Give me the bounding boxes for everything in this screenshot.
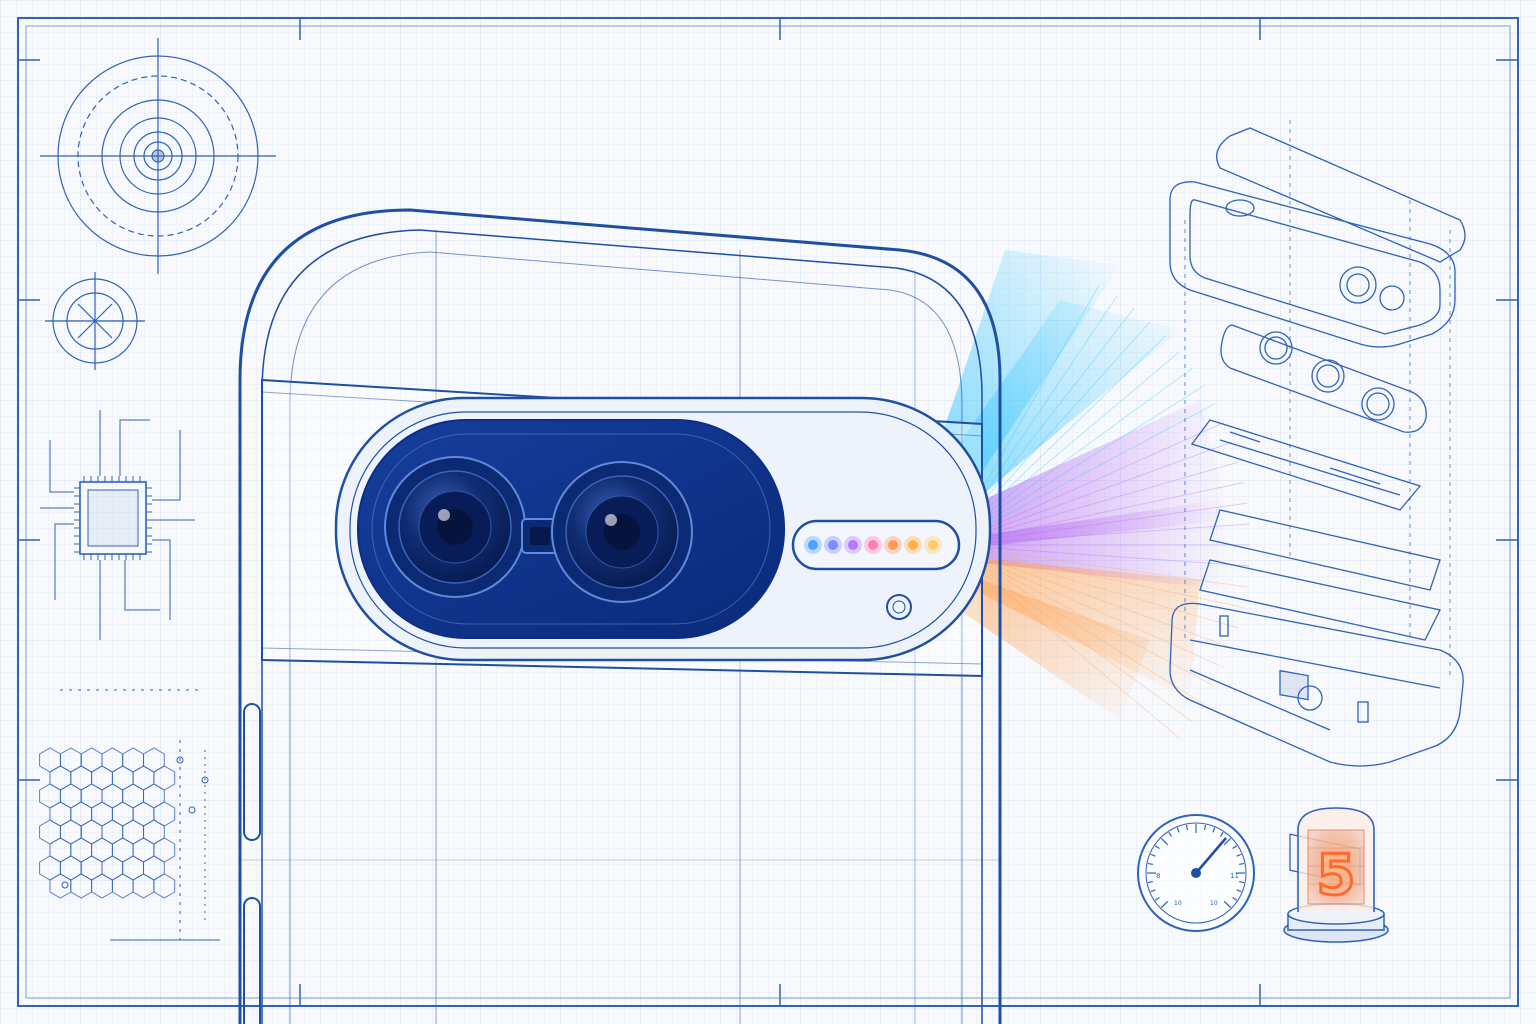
light-ray [949, 544, 1193, 723]
gauge-tick [1236, 853, 1242, 857]
circuit-trace [119, 419, 150, 476]
gauge-label-bottom-left: 10 [1174, 900, 1182, 907]
nixie-digit: 5 [1317, 843, 1356, 908]
light-ray [949, 544, 1225, 668]
gauge-tick [1223, 900, 1232, 909]
exploded-circuit-board [1190, 419, 1422, 701]
gauge-label-left: 8 [1156, 872, 1160, 880]
small-target-diagram [45, 272, 145, 370]
gauge-tick [1203, 824, 1207, 830]
light-beam [920, 300, 1180, 530]
pressure-gauge: 8 11 10 10 [1137, 814, 1255, 932]
gauge-tick [1176, 827, 1180, 833]
gauge-tick [1168, 831, 1173, 837]
nixie-tube: 5 [1283, 807, 1389, 943]
gauge-tick [1212, 827, 1216, 833]
gauge-label-bottom-right: 10 [1210, 900, 1218, 907]
blueprint-frame [17, 17, 1519, 1007]
gauge-tick [1160, 900, 1169, 909]
circuit-trace [124, 560, 160, 611]
dimension-marks [60, 689, 220, 941]
light-beam [930, 565, 1150, 720]
circuit-trace [49, 440, 74, 493]
side-buttons [243, 703, 261, 1024]
hexagon-mesh-diagram [39, 747, 176, 899]
hex-cell [153, 873, 176, 899]
light-ray [949, 385, 1205, 546]
gauge-label-right: 11 [1230, 872, 1239, 880]
light-ray [949, 544, 1232, 649]
light-ray [949, 403, 1215, 546]
light-beam [950, 500, 1230, 590]
light-ray [949, 544, 1180, 739]
light-ray [949, 461, 1239, 546]
led-strip [791, 519, 961, 571]
led-dot [868, 540, 878, 550]
circuit-trace [152, 539, 171, 620]
microphone-hole [886, 594, 912, 620]
gauge-tick [1147, 880, 1153, 884]
gauge-tick [1154, 896, 1160, 901]
gauge-tick [1185, 824, 1189, 830]
gauge-tick [1150, 889, 1156, 893]
circuit-trace [54, 523, 74, 600]
lens-target-diagram [40, 38, 276, 274]
gauge-tick [1232, 845, 1238, 850]
light-beams [920, 250, 1250, 739]
gauge-tick [1160, 837, 1169, 846]
exploded-lens-bracket [1220, 324, 1427, 433]
gauge-tick [1150, 853, 1156, 857]
led-dot [808, 540, 818, 550]
gauge-tick [1223, 837, 1232, 846]
led-dot [828, 540, 838, 550]
gauge-tick [1147, 862, 1153, 866]
led-dot [908, 540, 918, 550]
exploded-top-cover [1169, 127, 1466, 348]
gauge-tick [1154, 845, 1160, 850]
led-dot [928, 540, 938, 550]
circuit-trace [152, 430, 181, 501]
gauge-tick [1239, 862, 1245, 866]
gauge-tick [1236, 889, 1242, 893]
led-dot [848, 540, 858, 550]
light-ray [949, 422, 1225, 546]
gauge-tick [1232, 896, 1238, 901]
led-dot [888, 540, 898, 550]
gauge-tick [1219, 831, 1224, 837]
camera-lens-right [551, 461, 693, 603]
light-ray [949, 544, 1205, 705]
light-ray [949, 441, 1232, 546]
camera-lens-left [384, 456, 526, 598]
chip-circuit-diagram [40, 410, 195, 640]
light-ray [949, 544, 1239, 629]
exploded-view-diagram [1169, 120, 1466, 886]
exploded-base [1169, 602, 1464, 767]
gauge-tick [1239, 880, 1245, 884]
